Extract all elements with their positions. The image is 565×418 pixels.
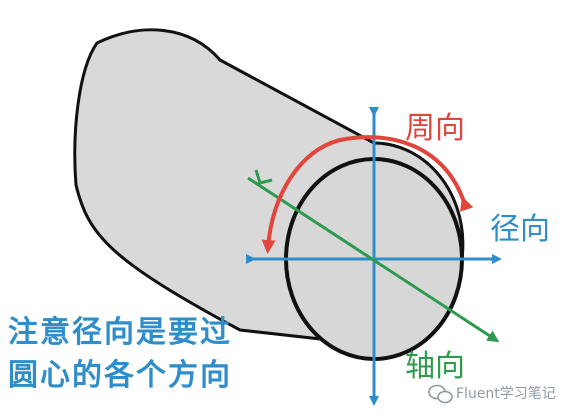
circumferential-label: 周向 (405, 111, 465, 146)
axial-axis-tail (254, 169, 273, 185)
watermark-text: Fluent学习笔记 (456, 386, 556, 402)
wechat-icon (428, 384, 453, 404)
watermark: Fluent学习笔记 (428, 384, 556, 404)
axial-label: 轴向 (405, 349, 465, 384)
radial-label: 径向 (490, 212, 550, 247)
note-line-1: 注意径向是要过 (8, 315, 232, 350)
note-line-2: 圆心的各个方向 (8, 358, 232, 393)
circumferential-arrow (261, 135, 474, 254)
